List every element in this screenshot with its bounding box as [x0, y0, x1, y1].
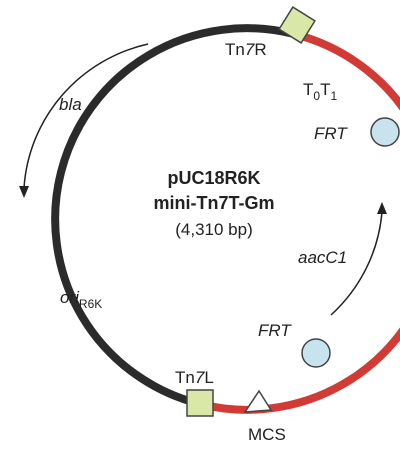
tn7r-label-c: R [254, 40, 266, 59]
tn7l-label-b: 7 [195, 368, 205, 387]
bla-direction-arrow [23, 43, 149, 189]
plasmid-name-2: mini-Tn7T-Gm [154, 193, 275, 213]
bla-arrowhead-icon [19, 186, 29, 198]
frt-top-label: FRT [314, 124, 348, 143]
tn7r-label: Tn7R [225, 40, 267, 59]
tn7r-box-icon [278, 6, 316, 44]
plasmid-name: pUC18R6K [167, 168, 260, 188]
aacc1-arrowhead-icon [377, 202, 387, 214]
t0t1-label-d: 1 [330, 89, 337, 103]
tn7r-label-b: 7 [245, 40, 255, 59]
ori-label-a: ori [60, 288, 80, 307]
ori-label: oriR6K [60, 288, 102, 311]
frt-bottom-label: FRT [258, 321, 292, 340]
tn7l-label-a: Tn [175, 368, 195, 387]
plasmid-size: (4,310 bp) [175, 220, 253, 239]
aacc1-label: aacC1 [298, 248, 347, 267]
tn7l-label: Tn7L [175, 368, 214, 387]
t0t1-label-b: 0 [313, 89, 320, 103]
frt-top-circle-icon [370, 117, 400, 147]
mcs-triangle-icon [243, 389, 273, 413]
tn7r-label-a: Tn [225, 40, 245, 59]
frt-bottom-circle-icon [301, 338, 331, 368]
t0t1-label-c: T [320, 80, 330, 99]
tn7l-label-c: L [204, 368, 213, 387]
tn7l-box-icon [186, 389, 214, 417]
t0t1-label-a: T [303, 80, 313, 99]
backbone-arc [51, 24, 295, 408]
insert-arc [199, 30, 400, 414]
aacc1-direction-arrow [330, 211, 383, 316]
ori-label-b: R6K [79, 297, 102, 311]
mcs-label: MCS [248, 425, 286, 444]
bla-label: bla [59, 95, 82, 114]
t0t1-label: T0T1 [303, 80, 337, 103]
